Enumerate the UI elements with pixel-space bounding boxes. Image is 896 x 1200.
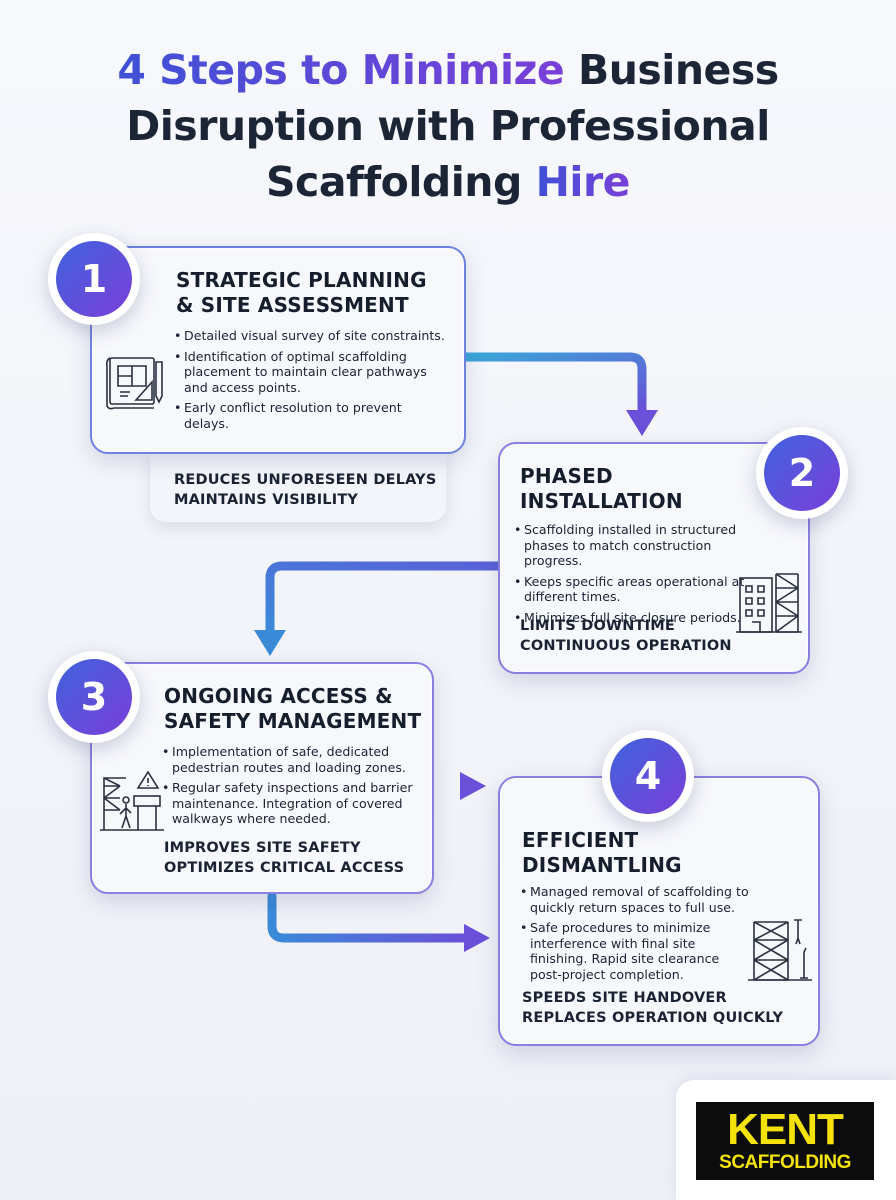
step-4-card: EFFICIENT DISMANTLING Managed removal of… <box>498 776 820 1046</box>
step-3-badge: 3 <box>48 651 140 743</box>
step-3-number: 3 <box>56 659 132 735</box>
logo-line2: SCAFFOLDING <box>719 1152 851 1173</box>
kent-scaffolding-logo: KENT SCAFFOLDING <box>696 1102 874 1180</box>
step-4-number: 4 <box>610 738 686 814</box>
blueprint-icon <box>104 352 168 414</box>
step-3-bullet: Implementation of safe, dedicated pedest… <box>162 744 422 775</box>
step-1-outcome: REDUCES UNFORESEEN DELAYS MAINTAINS VISI… <box>174 470 437 510</box>
step-1-bullet: Identification of optimal scaffolding pl… <box>174 349 450 396</box>
step-2-outcome: LIMITS DOWNTIME CONTINUOUS OPERATION <box>520 616 732 656</box>
step-1-heading-line1: STRATEGIC PLANNING <box>176 268 427 292</box>
step-3-outcome-line2: OPTIMIZES CRITICAL ACCESS <box>164 860 405 876</box>
step-1-outcome-panel: REDUCES UNFORESEEN DELAYS MAINTAINS VISI… <box>150 452 446 522</box>
title-rest-line1: Business <box>564 46 779 94</box>
step-2-bullet: Scaffolding installed in structured phas… <box>514 522 746 569</box>
step-2-outcome-line2: CONTINUOUS OPERATION <box>520 638 732 654</box>
step-1-bullet: Detailed visual survey of site constrain… <box>174 328 450 344</box>
step-3-heading: ONGOING ACCESS & SAFETY MANAGEMENT <box>164 684 421 734</box>
step-2-number: 2 <box>764 435 840 511</box>
step-2-heading-line1: PHASED <box>520 464 613 488</box>
step-2-outcome-line1: LIMITS DOWNTIME <box>520 618 675 634</box>
step-1-outcome-line2: MAINTAINS VISIBILITY <box>174 492 359 508</box>
step-4-outcome-line1: SPEEDS SITE HANDOVER <box>522 990 727 1006</box>
step-1-bullet: Early conflict resolution to prevent del… <box>174 400 450 431</box>
step-4-heading: EFFICIENT DISMANTLING <box>522 828 682 878</box>
step-2-bullet: Minimizes full site closure periods. <box>514 610 746 626</box>
step-3-bullets: Implementation of safe, dedicated pedest… <box>162 744 422 832</box>
step-2-bullet: Keeps specific areas operational at diff… <box>514 574 746 605</box>
arrow-1-to-2 <box>461 352 647 417</box>
title-line3-highlight: Hire <box>535 158 631 206</box>
step-1-outcome-line1: REDUCES UNFORESEEN DELAYS <box>174 472 437 488</box>
step-2-heading: PHASED INSTALLATION <box>520 464 683 514</box>
title-line2: Disruption with Professional <box>126 102 770 150</box>
arrow-2-to-3-head <box>254 630 286 656</box>
step-4-outcome: SPEEDS SITE HANDOVER REPLACES OPERATION … <box>522 988 783 1028</box>
arrow-3-to-4-lower <box>267 891 471 943</box>
arrow-2-to-3 <box>265 561 505 637</box>
step-4-heading-line2: DISMANTLING <box>522 853 682 877</box>
arrow-3-to-4-lower-head <box>464 924 490 952</box>
step-4-bullet: Safe procedures to minimize interference… <box>520 920 754 982</box>
step-4-bullets: Managed removal of scaffolding to quickl… <box>520 884 754 987</box>
building-scaffold-icon <box>736 570 802 634</box>
pedestrian-route-icon <box>100 768 164 832</box>
step-1-heading: STRATEGIC PLANNING & SITE ASSESSMENT <box>176 268 427 318</box>
step-4-heading-line1: EFFICIENT <box>522 828 639 852</box>
step-2-badge: 2 <box>756 427 848 519</box>
step-4-bullet: Managed removal of scaffolding to quickl… <box>520 884 754 915</box>
step-4-badge: 4 <box>602 730 694 822</box>
arrow-3-to-4-upper-head <box>460 772 486 800</box>
step-3-outcome-line1: IMPROVES SITE SAFETY <box>164 840 361 856</box>
title-line3-plain: Scaffolding <box>265 158 536 206</box>
arrow-1-to-2-head <box>626 410 658 436</box>
logo-line1: KENT <box>727 1105 844 1154</box>
step-1-card: STRATEGIC PLANNING & SITE ASSESSMENT Det… <box>90 246 466 454</box>
step-3-heading-line2: SAFETY MANAGEMENT <box>164 709 422 733</box>
step-3-card: ONGOING ACCESS & SAFETY MANAGEMENT Imple… <box>90 662 434 894</box>
step-2-heading-line2: INSTALLATION <box>520 489 683 513</box>
step-1-badge: 1 <box>48 233 140 325</box>
step-2-bullets: Scaffolding installed in structured phas… <box>514 522 746 630</box>
step-3-bullet: Regular safety inspections and barrier m… <box>162 780 422 827</box>
logo-panel: KENT SCAFFOLDING <box>676 1080 896 1200</box>
step-1-heading-line2: & SITE ASSESSMENT <box>176 293 409 317</box>
step-3-outcome: IMPROVES SITE SAFETY OPTIMIZES CRITICAL … <box>164 838 404 878</box>
title-highlight: 4 Steps to Minimize <box>117 46 565 94</box>
step-3-heading-line1: ONGOING ACCESS & <box>164 684 393 708</box>
page-title: 4 Steps to Minimize Business Disruption … <box>0 42 896 210</box>
step-4-outcome-line2: REPLACES OPERATION QUICKLY <box>522 1010 784 1026</box>
step-1-bullets: Detailed visual survey of site constrain… <box>174 328 450 436</box>
scaffold-frame-icon <box>748 918 812 982</box>
step-1-number: 1 <box>56 241 132 317</box>
